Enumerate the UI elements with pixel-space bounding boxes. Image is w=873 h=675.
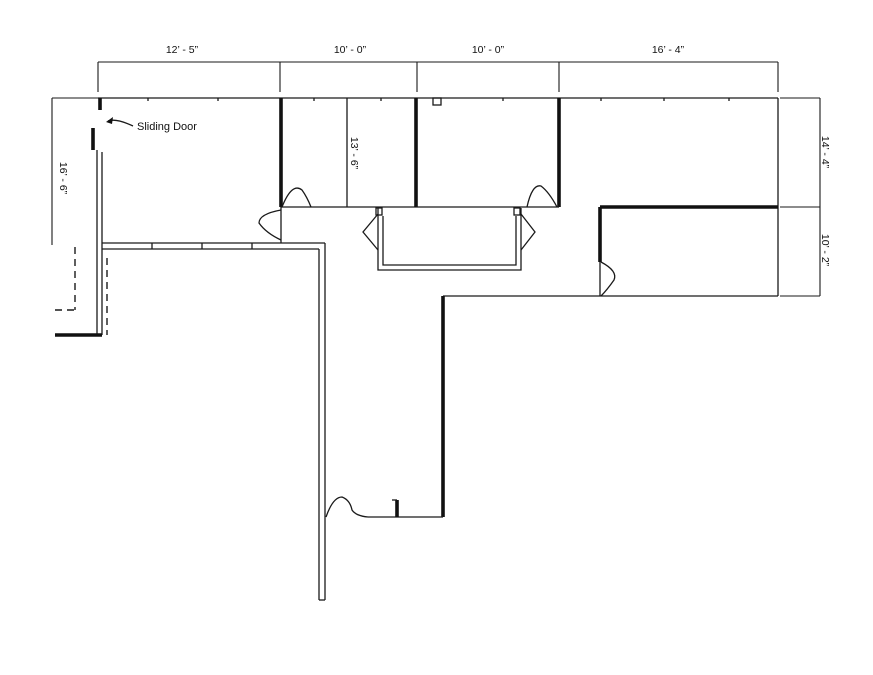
dim-right-lower: 10’ - 2” [819,234,831,267]
dim-room-depth: 13’ - 6” [348,137,360,170]
left-corridor-walls [55,150,108,337]
dim-right-upper: 14’ - 4” [819,136,831,169]
dim-top-1: 12’ - 5” [166,44,199,56]
hallway-corridor [102,242,326,601]
dim-left: 16’ - 6” [57,162,69,195]
main-area-walls [368,295,778,518]
office-4-door [600,261,616,297]
reception-niche [362,207,536,271]
top-dimension-chain [97,61,779,92]
dim-top-2: 10’ - 0” [334,44,367,56]
top-exterior-wall [98,97,779,296]
office-1-door [258,187,312,241]
main-area-door [325,496,369,518]
sliding-door-arrow [106,117,134,127]
office-4-walls [598,205,778,296]
office-3-walls [416,98,561,208]
sliding-door-label: Sliding Door [137,121,197,133]
dim-top-4: 16’ - 4” [652,44,685,56]
sliding-door [91,98,102,150]
dim-top-3: 10’ - 0” [472,44,505,56]
left-dimension [51,97,98,245]
right-dimension-chain [780,97,821,297]
office-3-door [526,185,558,208]
office-1-walls [279,98,416,243]
office-2-walls [346,98,418,207]
